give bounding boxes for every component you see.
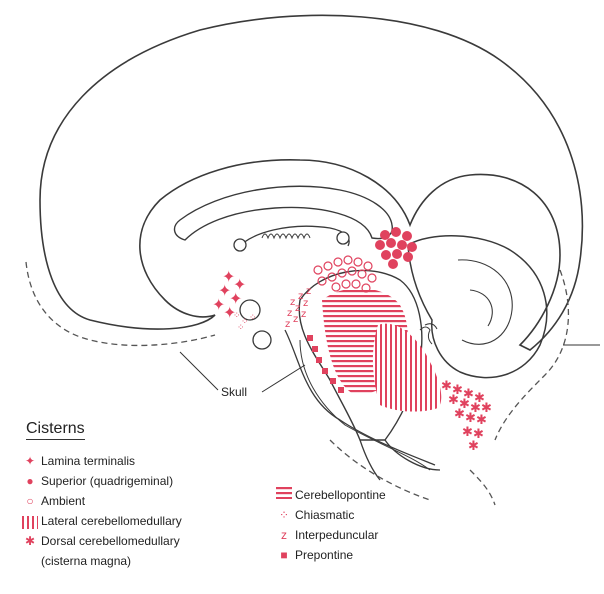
legend-label: Cerebellopontine	[295, 488, 386, 502]
corpus-callosum	[173, 185, 393, 241]
skull-label: Skull	[221, 385, 248, 399]
filled-dot-icon: ●	[26, 474, 34, 488]
skull-leader-right	[261, 364, 306, 393]
skull-leader-left	[179, 351, 219, 391]
svg-text:z: z	[306, 286, 311, 297]
legend-label: Dorsal cerebellomedullary	[41, 534, 180, 548]
legend-item-dorsal-cerebellomedullary: ✱ Dorsal cerebellomedullary	[22, 531, 182, 551]
svg-text:z: z	[285, 319, 290, 330]
legend-item-prepontine: ■ Prepontine	[276, 545, 386, 565]
svg-text:✦: ✦	[233, 275, 246, 294]
lateral-cerebellomedullary-cistern	[372, 323, 442, 412]
svg-text:✱: ✱	[465, 411, 476, 426]
svg-text:✦: ✦	[223, 303, 236, 322]
svg-text:⁘: ⁘	[237, 323, 245, 333]
legend-label: Prepontine	[295, 548, 354, 562]
legend-sublabel: (cisterna magna)	[41, 554, 132, 568]
legend-label: Lamina terminalis	[41, 454, 136, 468]
skull-base-dashed	[329, 439, 496, 506]
svg-text:⁘: ⁘	[233, 311, 241, 321]
legend-label: Ambient	[41, 494, 86, 508]
svg-text:✱: ✱	[462, 425, 473, 440]
legend-right: Cerebellopontine ⁘ Chiasmatic z Interped…	[276, 485, 386, 565]
anterior-commissure	[233, 238, 247, 252]
legend-label: Superior (quadrigeminal)	[41, 474, 174, 488]
svg-text:✱: ✱	[463, 387, 474, 402]
filled-square-icon: ■	[280, 548, 288, 562]
legend-item-interpeduncular: z Interpeduncular	[276, 525, 386, 545]
skull-outline-dashed	[25, 261, 216, 347]
svg-text:✱: ✱	[459, 397, 470, 412]
pituitary	[252, 330, 272, 350]
svg-text:✱: ✱	[473, 427, 484, 442]
spinal-cord	[359, 439, 441, 481]
cisterna-magna-markers: ✱✱✱✱ ✱✱✱✱ ✱✱✱ ✱✱✱	[441, 379, 492, 454]
pineal-region	[336, 231, 350, 245]
four-point-star-icon: ✦	[24, 454, 36, 468]
vertical-stripes-icon	[22, 515, 38, 529]
svg-text:✱: ✱	[476, 413, 487, 428]
cerebellum-folia	[457, 259, 513, 345]
svg-text:z: z	[295, 303, 300, 314]
svg-text:✱: ✱	[468, 439, 479, 454]
svg-text:✱: ✱	[474, 391, 485, 406]
open-circle-icon: ○	[26, 494, 34, 508]
svg-text:✦: ✦	[218, 281, 231, 300]
svg-text:⁘: ⁘	[249, 313, 257, 323]
skull-base-line	[299, 339, 431, 471]
legend-item-ambient: ○ Ambient	[22, 491, 182, 511]
z-mark-icon: z	[281, 528, 287, 542]
choroid-fringe	[261, 233, 311, 240]
chiasmatic-markers: ⁘⁘ ⁘⁘	[233, 311, 257, 333]
svg-text:✱: ✱	[454, 407, 465, 422]
cerebrum-outline	[39, 14, 584, 351]
fourth-ventricle	[419, 323, 438, 345]
third-ventricle-outline	[235, 225, 350, 251]
svg-text:✦: ✦	[229, 289, 242, 308]
legend-item-lateral-cerebellomedullary: Lateral cerebellomedullary	[22, 511, 182, 531]
legend-left: ✦ Lamina terminalis ● Superior (quadrige…	[22, 451, 182, 571]
legend-item-cerebellopontine: Cerebellopontine	[276, 485, 386, 505]
svg-text:✱: ✱	[441, 379, 452, 394]
cerebellum-outline	[407, 235, 548, 379]
svg-text:✦: ✦	[222, 267, 235, 286]
legend-label: Chiasmatic	[295, 508, 355, 522]
asterisk-icon: ✱	[24, 534, 36, 548]
svg-text:z: z	[287, 308, 292, 319]
svg-text:z: z	[290, 297, 295, 308]
lamina-terminalis-markers: ✦✦ ✦✦ ✦✦	[212, 267, 246, 322]
legend-item-chiasmatic: ⁘ Chiasmatic	[276, 505, 386, 525]
svg-text:✱: ✱	[448, 393, 459, 408]
legend-item-lamina-terminalis: ✦ Lamina terminalis	[22, 451, 182, 471]
svg-text:✱: ✱	[470, 401, 481, 416]
legend-item-superior: ● Superior (quadrigeminal)	[22, 471, 182, 491]
svg-text:⁘: ⁘	[241, 317, 249, 327]
clivus-line	[284, 329, 436, 466]
legend-label: Lateral cerebellomedullary	[41, 514, 182, 528]
svg-text:z: z	[303, 298, 308, 309]
svg-text:✱: ✱	[481, 401, 492, 416]
superior-quadrigeminal-markers	[375, 227, 417, 269]
dotted-ring-icon: ⁘	[278, 508, 290, 522]
horizontal-stripes-icon	[276, 485, 292, 505]
optic-chiasm	[239, 299, 261, 321]
legend-label: Interpeduncular	[295, 528, 379, 542]
legend-item-sublabel: (cisterna magna)	[22, 551, 182, 571]
legend-title: Cisterns	[26, 420, 85, 440]
ambient-markers	[313, 255, 377, 293]
skull-outline-dashed-posterior	[494, 269, 570, 441]
svg-text:z: z	[293, 314, 298, 325]
svg-text:z: z	[301, 309, 306, 320]
prepontine-markers	[307, 335, 344, 393]
svg-text:✱: ✱	[452, 383, 463, 398]
svg-text:z: z	[298, 291, 303, 302]
svg-text:✦: ✦	[212, 295, 225, 314]
